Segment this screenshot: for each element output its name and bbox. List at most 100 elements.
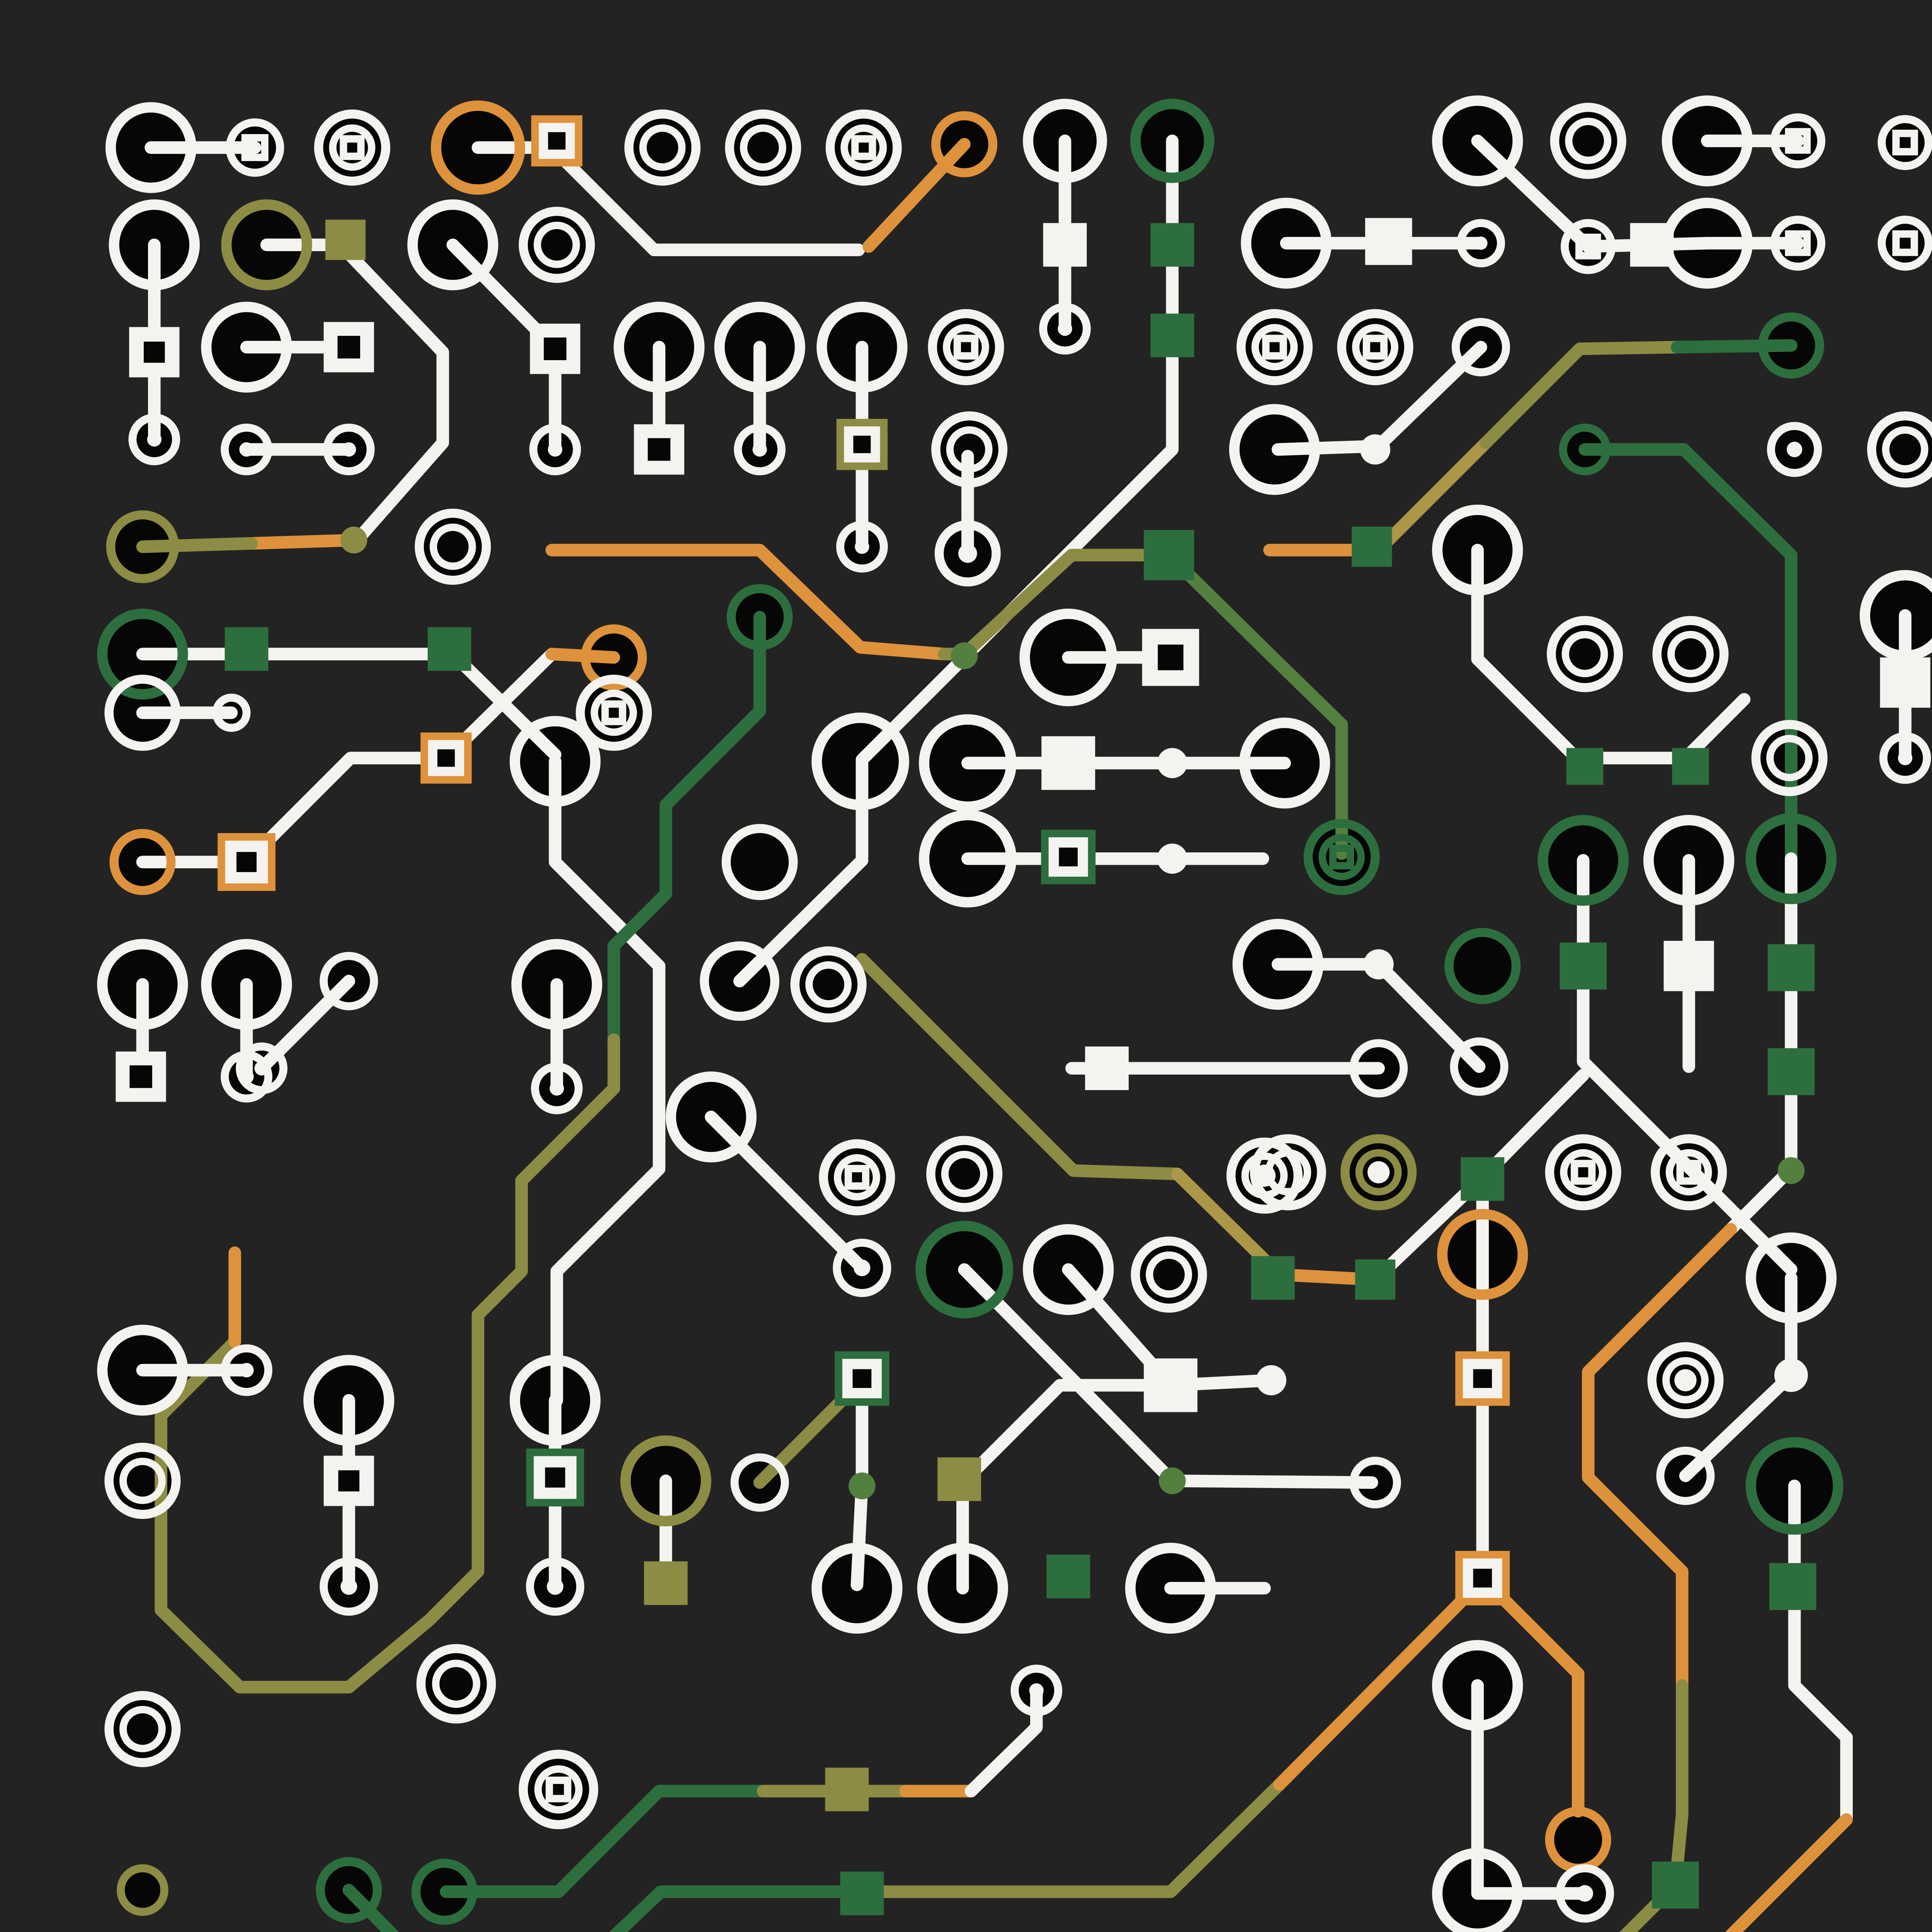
pad-inner-square (241, 134, 269, 161)
pad-inner-ring (1882, 426, 1929, 473)
pad-hole (930, 1140, 998, 1208)
pad-ring (1770, 113, 1825, 168)
pad-ring (1432, 1848, 1523, 1932)
pad-ring (1236, 309, 1313, 385)
pad-ring (1226, 1138, 1303, 1214)
pad-inner-ring (639, 124, 686, 171)
pad-ring (323, 423, 375, 476)
pad-ring (620, 1435, 711, 1527)
pad-inner-square (851, 135, 876, 160)
pad-ring (1239, 718, 1330, 809)
copper-trace (1670, 339, 1798, 354)
pad-ring (919, 810, 1017, 908)
solder-square (526, 1448, 584, 1507)
pad-center-dot (1474, 236, 1488, 250)
pad-ring (104, 1442, 181, 1519)
pad-ring (730, 1453, 789, 1512)
solder-square (1150, 313, 1194, 357)
pad-ring (1340, 1134, 1417, 1211)
pad-ring (1878, 115, 1932, 170)
junction-dot (849, 1472, 876, 1500)
pad-inner-square (1785, 230, 1811, 256)
pad-ring (411, 1859, 478, 1925)
pad-ring (415, 509, 491, 585)
square-hole (545, 1467, 565, 1488)
pad-ring (1550, 103, 1626, 179)
pad-center-dot (1029, 1683, 1044, 1698)
pad-ring (1745, 813, 1837, 904)
pad-ring (1432, 1640, 1523, 1731)
solder-square (1461, 1157, 1505, 1201)
square-pad-hole (1158, 645, 1184, 670)
pad-ring (581, 624, 647, 690)
pad-center-dot (239, 1069, 254, 1084)
pad-ring (109, 199, 200, 291)
pad-ring (201, 939, 292, 1030)
pad-inner-ring (429, 524, 476, 570)
pad-hole (1449, 932, 1516, 1000)
pad-inner-ring (1352, 324, 1398, 371)
pad-hole (1865, 575, 1932, 656)
pad-center-dot (342, 442, 356, 457)
pad-ring (128, 413, 180, 465)
pad-ring (221, 1344, 272, 1396)
pad-ring (221, 199, 312, 291)
pad-inner-ring (1766, 735, 1813, 781)
pad-center-dot (752, 442, 767, 457)
pad-inner-ring (943, 324, 989, 371)
solder-square (840, 1871, 884, 1915)
pad-ring (97, 609, 188, 700)
junction-dot (1157, 748, 1187, 778)
pad-ring (811, 1543, 903, 1634)
pad-ring (1131, 1236, 1207, 1313)
solder-square (1652, 1861, 1699, 1909)
pad-ring (416, 1644, 496, 1724)
pad-inner-ring (946, 426, 993, 473)
pad-ring (726, 584, 793, 650)
pad-ring (1432, 504, 1523, 596)
copper-trace (1372, 436, 1492, 556)
solder-square (1041, 830, 1096, 884)
solder-square (1150, 223, 1194, 267)
pad-ring (576, 675, 652, 751)
pad-inner-square-green (1329, 844, 1354, 869)
copper-trace (440, 1785, 770, 1898)
pad-ring (1745, 1437, 1844, 1535)
pad-ring (1250, 1134, 1326, 1211)
square-hole (853, 435, 871, 453)
pad-ring (917, 1543, 1008, 1634)
pad-inner-ring (740, 124, 786, 171)
solder-square (836, 418, 888, 470)
pad-ring (1556, 1864, 1614, 1923)
pad-ring (1019, 609, 1117, 706)
solder-square (224, 627, 269, 671)
pad-hole (421, 1648, 492, 1719)
copper-trace (1480, 341, 1684, 449)
solder-square (1880, 657, 1930, 708)
pad-inner-square (1575, 233, 1601, 260)
copper-trace (549, 755, 666, 1407)
pad-ring (1545, 1134, 1621, 1211)
pad-inner-square (1892, 129, 1918, 156)
solder-square (1663, 940, 1714, 992)
pad-ring (221, 1051, 272, 1103)
junction-dot (951, 642, 978, 669)
pad-ring (1232, 919, 1323, 1010)
pad-inner-ring (1565, 117, 1612, 164)
pad-ring (1241, 197, 1332, 289)
pad-ring (928, 309, 1004, 385)
copper-trace (964, 1684, 1043, 1798)
pad-inner-ring (941, 1151, 988, 1197)
pad-ring (1859, 570, 1932, 661)
pad-ring (97, 939, 188, 1030)
pad-ring (1878, 216, 1932, 271)
copper-trace (956, 1379, 1174, 1595)
pad-ring (106, 510, 179, 583)
pad-ring (1652, 616, 1729, 692)
pad-ring (725, 109, 801, 186)
pad-inner-square (340, 135, 365, 160)
pad-hole (935, 416, 1003, 483)
square-hole (1473, 1369, 1492, 1388)
pad-ring (1450, 1037, 1509, 1096)
pad-inner-square (546, 1776, 571, 1803)
